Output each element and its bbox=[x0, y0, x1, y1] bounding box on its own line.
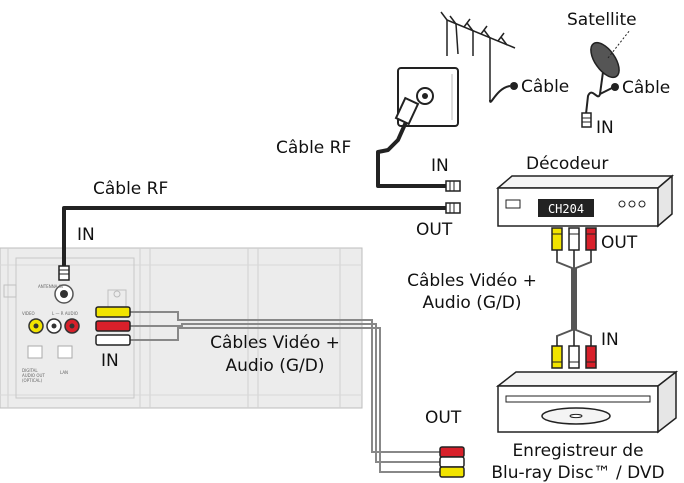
recorder-label-line1: Enregistreur de bbox=[512, 441, 643, 461]
av-cable-decoder-to-recorder bbox=[551, 227, 597, 369]
tv-av-in-label: IN bbox=[101, 351, 119, 371]
svg-text:DIGITAL: DIGITAL bbox=[22, 368, 38, 373]
recorder-label-line2: Blu-ray Disc™ / DVD bbox=[491, 463, 664, 483]
decoder-display bbox=[538, 199, 594, 217]
recorder-out-label: OUT bbox=[425, 408, 462, 428]
av-cable-recorder-to-tv bbox=[95, 306, 465, 478]
satellite-label: Satellite bbox=[567, 10, 637, 30]
svg-text:L — R AUDIO: L — R AUDIO bbox=[52, 311, 78, 316]
decoder-box bbox=[495, 174, 675, 228]
cable-label-antenna: Câble bbox=[521, 77, 569, 97]
satellite-in-label: IN bbox=[596, 118, 614, 138]
svg-text:(OPTICAL): (OPTICAL) bbox=[22, 378, 43, 383]
antenna-icon bbox=[440, 11, 516, 100]
decoder-av-out-label: OUT bbox=[601, 233, 638, 253]
recorder-box bbox=[495, 370, 679, 434]
svg-text:AUDIO OUT: AUDIO OUT bbox=[22, 373, 45, 378]
av-cables-right-line2: Audio (G/D) bbox=[423, 293, 522, 313]
recorder-in-label: IN bbox=[601, 330, 619, 350]
svg-text:LAN: LAN bbox=[60, 370, 68, 375]
decoder-label: Décodeur bbox=[526, 154, 608, 174]
cable-label-satellite: Câble bbox=[622, 78, 670, 98]
rf-cable-left-label: Câble RF bbox=[93, 179, 168, 199]
rf-cable-decoder-to-tv bbox=[58, 202, 461, 281]
decoder-display-text: CH204 bbox=[548, 202, 584, 216]
av-cables-left-line1: Câbles Vidéo + bbox=[210, 333, 340, 353]
svg-text:ANTENNA IN: ANTENNA IN bbox=[38, 284, 63, 289]
rf-cable-wall-to-decoder bbox=[376, 96, 461, 192]
satellite-dish-icon bbox=[581, 29, 631, 128]
svg-text:VIDEO: VIDEO bbox=[22, 311, 35, 316]
tv-rf-in-label: IN bbox=[77, 225, 95, 245]
decoder-in-label: IN bbox=[431, 156, 449, 176]
av-cables-right-line1: Câbles Vidéo + bbox=[407, 271, 537, 291]
decoder-out-label: OUT bbox=[416, 220, 453, 240]
rf-cable-top-label: Câble RF bbox=[276, 138, 351, 158]
av-cables-left-line2: Audio (G/D) bbox=[226, 356, 325, 376]
